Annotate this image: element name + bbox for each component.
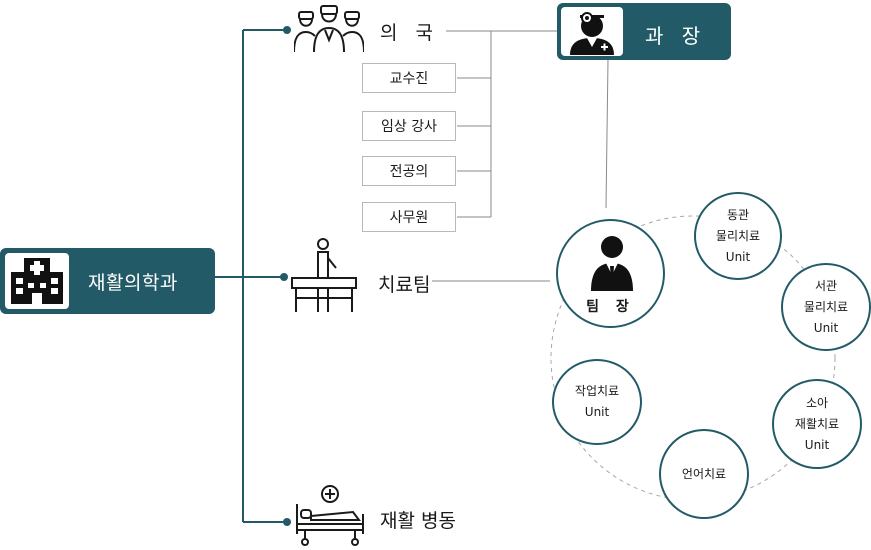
unit-line: Unit (813, 320, 839, 335)
unit-west-pt[interactable]: 서관 물리치료 Unit (781, 263, 871, 351)
unit-line: Unit (725, 249, 751, 264)
manager-person-icon (589, 233, 635, 291)
therapy-section-label: 치료팀 (378, 274, 431, 296)
department-box[interactable]: 재활의학과 (0, 248, 215, 314)
unit-line: 작업치료 (574, 384, 620, 398)
hospital-building-icon (5, 253, 69, 309)
chief-box[interactable]: 과 장 (557, 3, 731, 60)
unit-line: 서관 (814, 278, 838, 293)
unit-line: 물리치료 (715, 228, 761, 243)
unit-line: 언어치료 (681, 466, 727, 481)
unit-line: 동관 (726, 207, 750, 222)
doctor-head-mirror-icon (561, 7, 623, 56)
therapist-table-icon (290, 238, 358, 314)
unit-line: 소아 (805, 395, 829, 410)
unit-east-pt[interactable]: 동관 물리치료 Unit (694, 192, 782, 280)
role-resident[interactable]: 전공의 (362, 156, 456, 186)
unit-line: 재활치료 (794, 416, 840, 431)
role-clinical-instructor[interactable]: 임상 강사 (362, 111, 456, 141)
unit-line: Unit (584, 405, 610, 419)
ward-section-label: 재활 병동 (380, 510, 456, 532)
hospital-bed-icon (293, 484, 367, 546)
unit-speech-therapy[interactable]: 언어치료 (659, 429, 749, 519)
doctors-section-label: 의 국 (380, 22, 439, 44)
unit-occupational-therapy[interactable]: 작업치료 Unit (552, 359, 642, 445)
doctors-group-icon (293, 4, 365, 54)
role-faculty[interactable]: 교수진 (362, 63, 456, 93)
role-clerk[interactable]: 사무원 (362, 202, 456, 232)
unit-pediatric-rehab[interactable]: 소아 재활치료 Unit (772, 379, 862, 469)
department-label: 재활의학과 (88, 272, 178, 294)
unit-line: 물리치료 (803, 299, 849, 314)
chief-label: 과 장 (645, 24, 707, 48)
unit-line: Unit (804, 437, 830, 452)
team-lead-circle[interactable]: 팀 장 (556, 219, 665, 328)
team-lead-label: 팀 장 (586, 299, 635, 315)
